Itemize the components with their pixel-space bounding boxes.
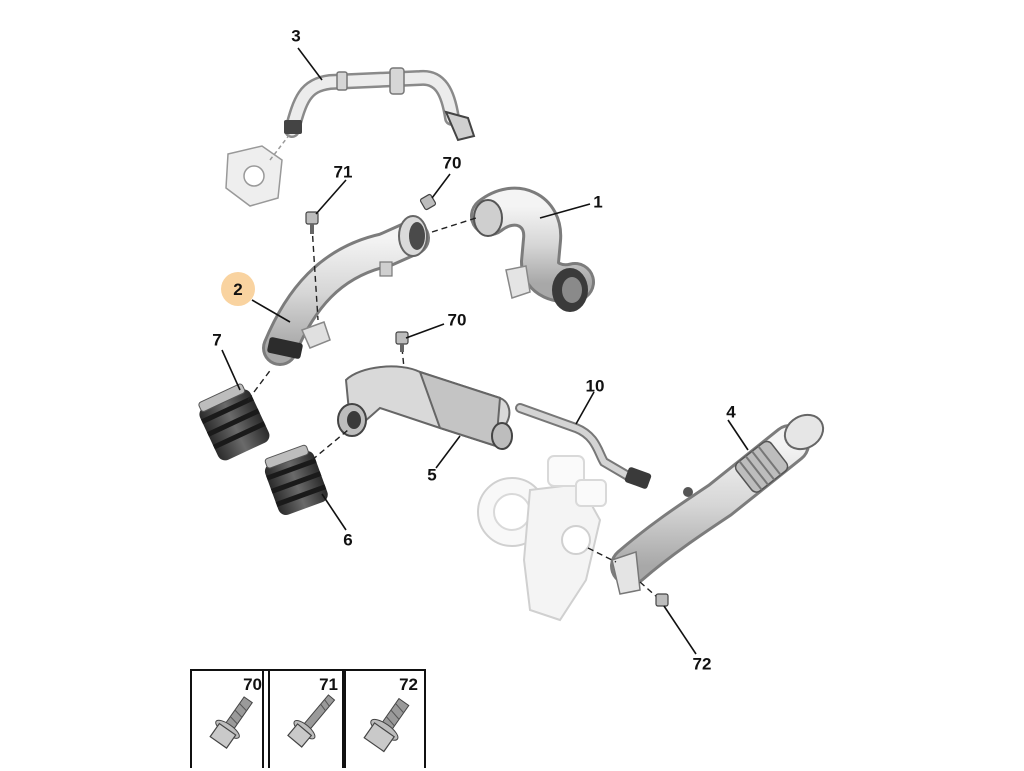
callout-6: 6: [343, 530, 353, 550]
callout-1: 1: [593, 192, 603, 212]
bolt-71-icon: [287, 694, 336, 748]
part-1-elbow: [470, 186, 595, 312]
screw-70-lower-on-diagram: [395, 331, 409, 352]
screw-71-on-diagram: [305, 211, 319, 234]
legend-cell-71: 71: [262, 669, 346, 768]
callout-5: 5: [427, 465, 437, 485]
bolt-72-icon: [363, 697, 410, 753]
fastener-legend: 70 71 72: [190, 669, 426, 768]
turbocharger-outline: [477, 455, 607, 622]
screw-70-upper-on-diagram: [419, 193, 437, 211]
part-3-pipe: [225, 67, 476, 207]
legend-label-72: 72: [399, 675, 418, 694]
callout-4: 4: [726, 402, 736, 422]
callout-71: 71: [333, 162, 353, 182]
callout-70-upper: 70: [442, 153, 462, 173]
bolt-70-icon: [209, 696, 253, 749]
part-6-hose: [264, 444, 328, 515]
callout-10: 10: [585, 376, 605, 396]
part-10-tube: [515, 403, 693, 497]
leader-lines: [221, 47, 749, 655]
screw-72-on-diagram: [655, 593, 669, 607]
legend-label-70: 70: [243, 675, 262, 694]
callout-72: 72: [692, 654, 712, 674]
callout-2-highlighted: 2: [221, 272, 255, 306]
part-4-duct: [610, 413, 825, 595]
part-5-intercooler: [337, 365, 513, 450]
callout-3: 3: [291, 26, 301, 46]
assembly-lines: [247, 217, 659, 599]
legend-label-71: 71: [319, 675, 338, 694]
part-7-hose: [198, 383, 270, 461]
legend-cell-70: 70: [190, 669, 270, 768]
legend-cell-72: 72: [342, 669, 426, 768]
part-2-pipe: [262, 215, 430, 366]
callout-70-lower: 70: [447, 310, 467, 330]
callout-7: 7: [212, 330, 222, 350]
